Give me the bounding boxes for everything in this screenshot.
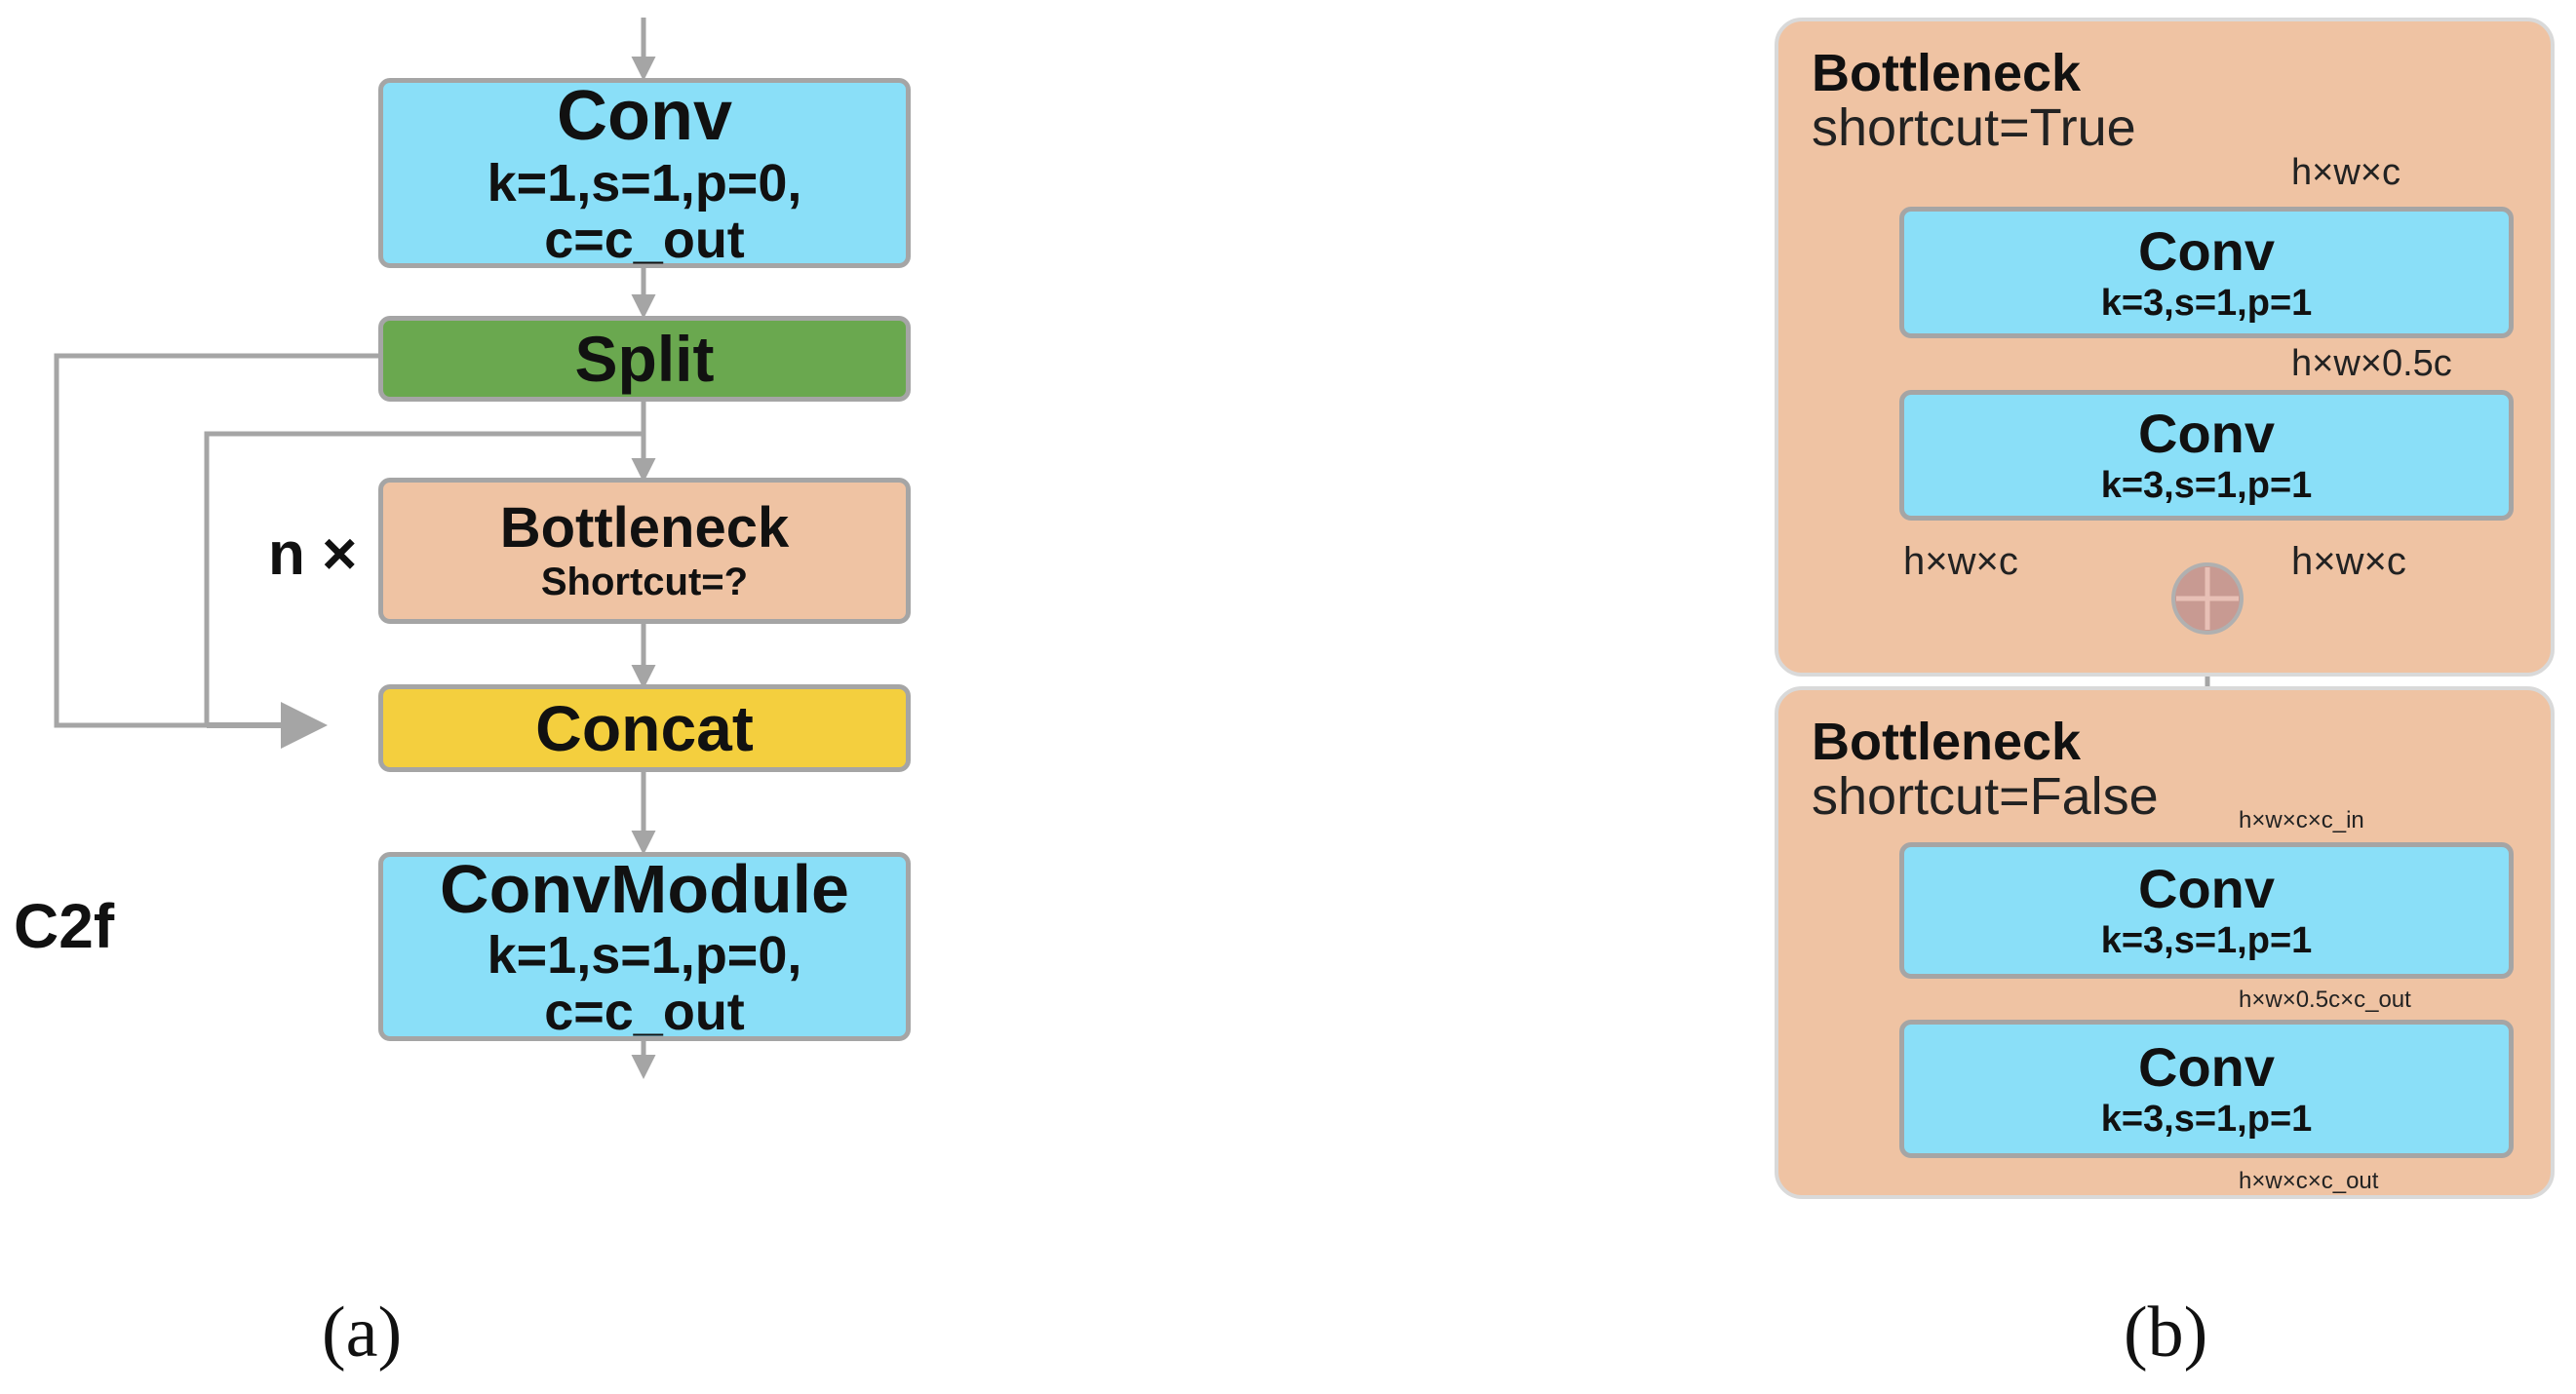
false-conv2-block: Conv k=3,s=1,p=1 — [1899, 1020, 2514, 1158]
split-block-title: Split — [574, 323, 715, 395]
conv-block: Conv k=1,s=1,p=0, c=c_out — [378, 78, 911, 268]
false-conv1-title: Conv — [2138, 858, 2275, 919]
convmodule-block-params: k=1,s=1,p=0, — [487, 926, 802, 985]
true-conv1-block: Conv k=3,s=1,p=1 — [1899, 207, 2514, 338]
bottleneck-true-subtitle: shortcut=True — [1812, 98, 2136, 157]
bottleneck-bypass-line — [204, 431, 644, 725]
caption-a: (a) — [322, 1293, 403, 1373]
bottleneck-block-shortcut: Shortcut=? — [540, 561, 749, 603]
true-mid-dim: h×w×0.5c — [2291, 343, 2452, 384]
false-conv1-block: Conv k=3,s=1,p=1 — [1899, 842, 2514, 979]
concat-block-title: Concat — [535, 692, 754, 764]
true-input-dim: h×w×c — [2291, 152, 2400, 193]
bottleneck-shortcut-true — [1775, 18, 2555, 677]
true-conv1-params: k=3,s=1,p=1 — [2100, 282, 2313, 324]
false-conv2-title: Conv — [2138, 1036, 2275, 1098]
false-mid-dim: h×w×0.5c×c_out — [2239, 987, 2411, 1013]
true-conv2-params: k=3,s=1,p=1 — [2100, 465, 2313, 506]
split-block: Split — [378, 316, 911, 402]
repeat-label: n × — [268, 521, 358, 588]
bottleneck-false-subtitle: shortcut=False — [1812, 767, 2159, 826]
false-conv2-params: k=3,s=1,p=1 — [2100, 1099, 2313, 1140]
bottleneck-true-title: Bottleneck — [1812, 44, 2082, 102]
true-conv2-block: Conv k=3,s=1,p=1 — [1899, 390, 2514, 521]
true-conv2-title: Conv — [2138, 403, 2275, 464]
true-out-dim: h×w×c — [2291, 540, 2406, 583]
split-bypass-line — [54, 353, 378, 728]
module-label: C2f — [14, 891, 115, 961]
false-input-dim: h×w×c×c_in — [2239, 807, 2364, 833]
bottleneck-block-title: Bottleneck — [499, 496, 790, 560]
add-node-icon — [2171, 562, 2244, 635]
true-skip-dim: h×w×c — [1903, 540, 2018, 583]
convmodule-block: ConvModule k=1,s=1,p=0, c=c_out — [378, 852, 911, 1041]
conv-block-params: k=1,s=1,p=0, — [487, 153, 802, 213]
conv-block-title: Conv — [557, 76, 732, 155]
conv-block-channels: c=c_out — [544, 210, 745, 269]
false-out-dim: h×w×c×c_out — [2239, 1168, 2379, 1194]
false-conv1-params: k=3,s=1,p=1 — [2100, 920, 2313, 961]
true-conv1-title: Conv — [2138, 219, 2275, 282]
bottleneck-false-title: Bottleneck — [1812, 713, 2082, 771]
convmodule-block-title: ConvModule — [440, 851, 849, 927]
caption-b: (b) — [2124, 1293, 2208, 1373]
convmodule-block-channels: c=c_out — [544, 983, 745, 1041]
bottleneck-block: Bottleneck Shortcut=? — [378, 478, 911, 624]
concat-block: Concat — [378, 684, 911, 772]
